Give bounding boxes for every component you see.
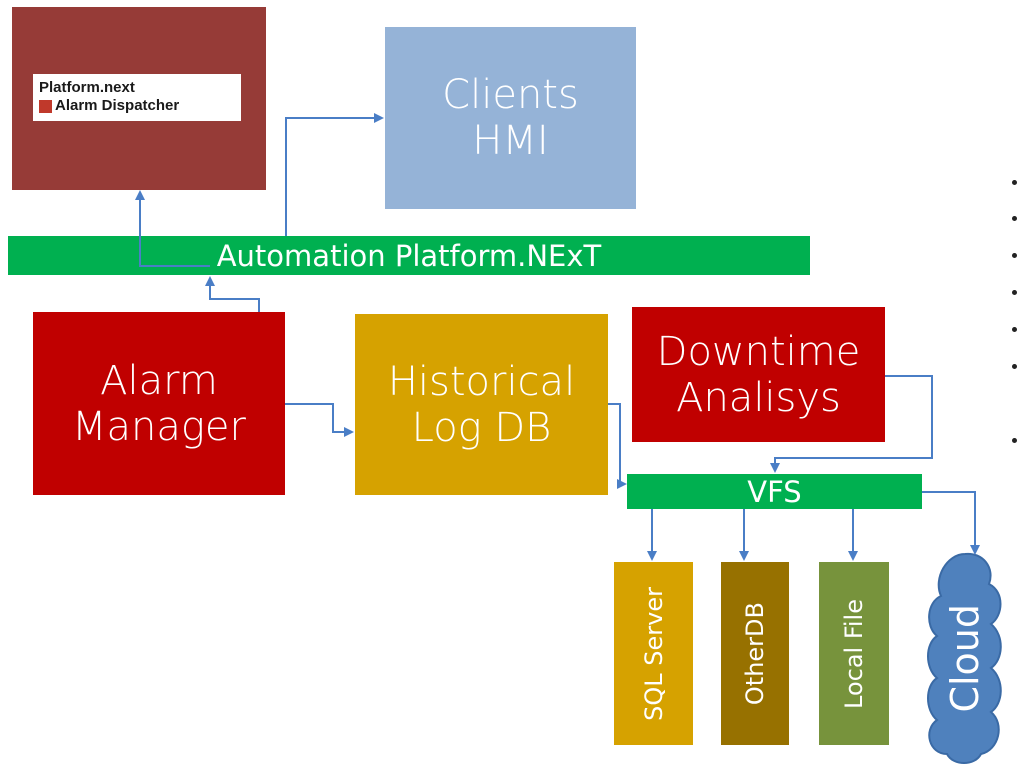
alarm-dispatcher-logo: Platform.next Alarm Dispatcher <box>33 74 241 121</box>
bullet-dot <box>1012 290 1017 295</box>
clients-hmi-line1: Clients <box>442 72 579 118</box>
downtime-analysis-box: Downtime Analisys <box>632 307 885 442</box>
bullet-dot <box>1012 438 1017 443</box>
bullet-dot <box>1012 327 1017 332</box>
alarm-manager-line1: Alarm <box>100 357 218 404</box>
other-db-box: OtherDB <box>721 562 789 745</box>
local-file-box: Local File <box>819 562 889 745</box>
automation-platform-bar: Automation Platform.NExT <box>8 236 810 275</box>
historical-log-line2: Log DB <box>411 404 552 451</box>
clients-hmi-box: Clients HMI <box>385 27 636 209</box>
downtime-line2: Analisys <box>676 374 841 421</box>
arrow-to-clients <box>285 113 384 236</box>
logo-line1: Platform.next <box>39 79 135 96</box>
bullet-dot <box>1012 180 1017 185</box>
arrow-downtime-to-vfs <box>770 375 933 473</box>
arrow-historical-to-vfs <box>608 403 627 489</box>
alarm-manager-line2: Manager <box>72 403 246 450</box>
alarm-dispatcher-logo-icon <box>39 99 52 113</box>
cloud-shape <box>927 552 1002 764</box>
historical-log-line1: Historical <box>387 358 576 405</box>
bullet-dot <box>1012 364 1017 369</box>
vfs-bar: VFS <box>627 474 922 509</box>
arrow-vfs-to-cloud <box>922 491 980 555</box>
arrow-manager-to-historical <box>285 403 354 437</box>
logo-line2: Alarm Dispatcher <box>55 97 180 114</box>
arrow-manager-to-bar <box>205 276 260 312</box>
arrow-to-dispatcher <box>135 190 210 267</box>
bullet-dot <box>1012 253 1017 258</box>
vfs-label: VFS <box>747 474 802 509</box>
bullet-dot <box>1012 216 1017 221</box>
automation-platform-label: Automation Platform.NExT <box>216 238 602 273</box>
clients-hmi-line2: HMI <box>472 118 549 164</box>
downtime-line1: Downtime <box>656 328 861 375</box>
sql-server-box: SQL Server <box>614 562 693 745</box>
historical-log-db-box: Historical Log DB <box>355 314 608 495</box>
alarm-manager-box: Alarm Manager <box>33 312 285 495</box>
